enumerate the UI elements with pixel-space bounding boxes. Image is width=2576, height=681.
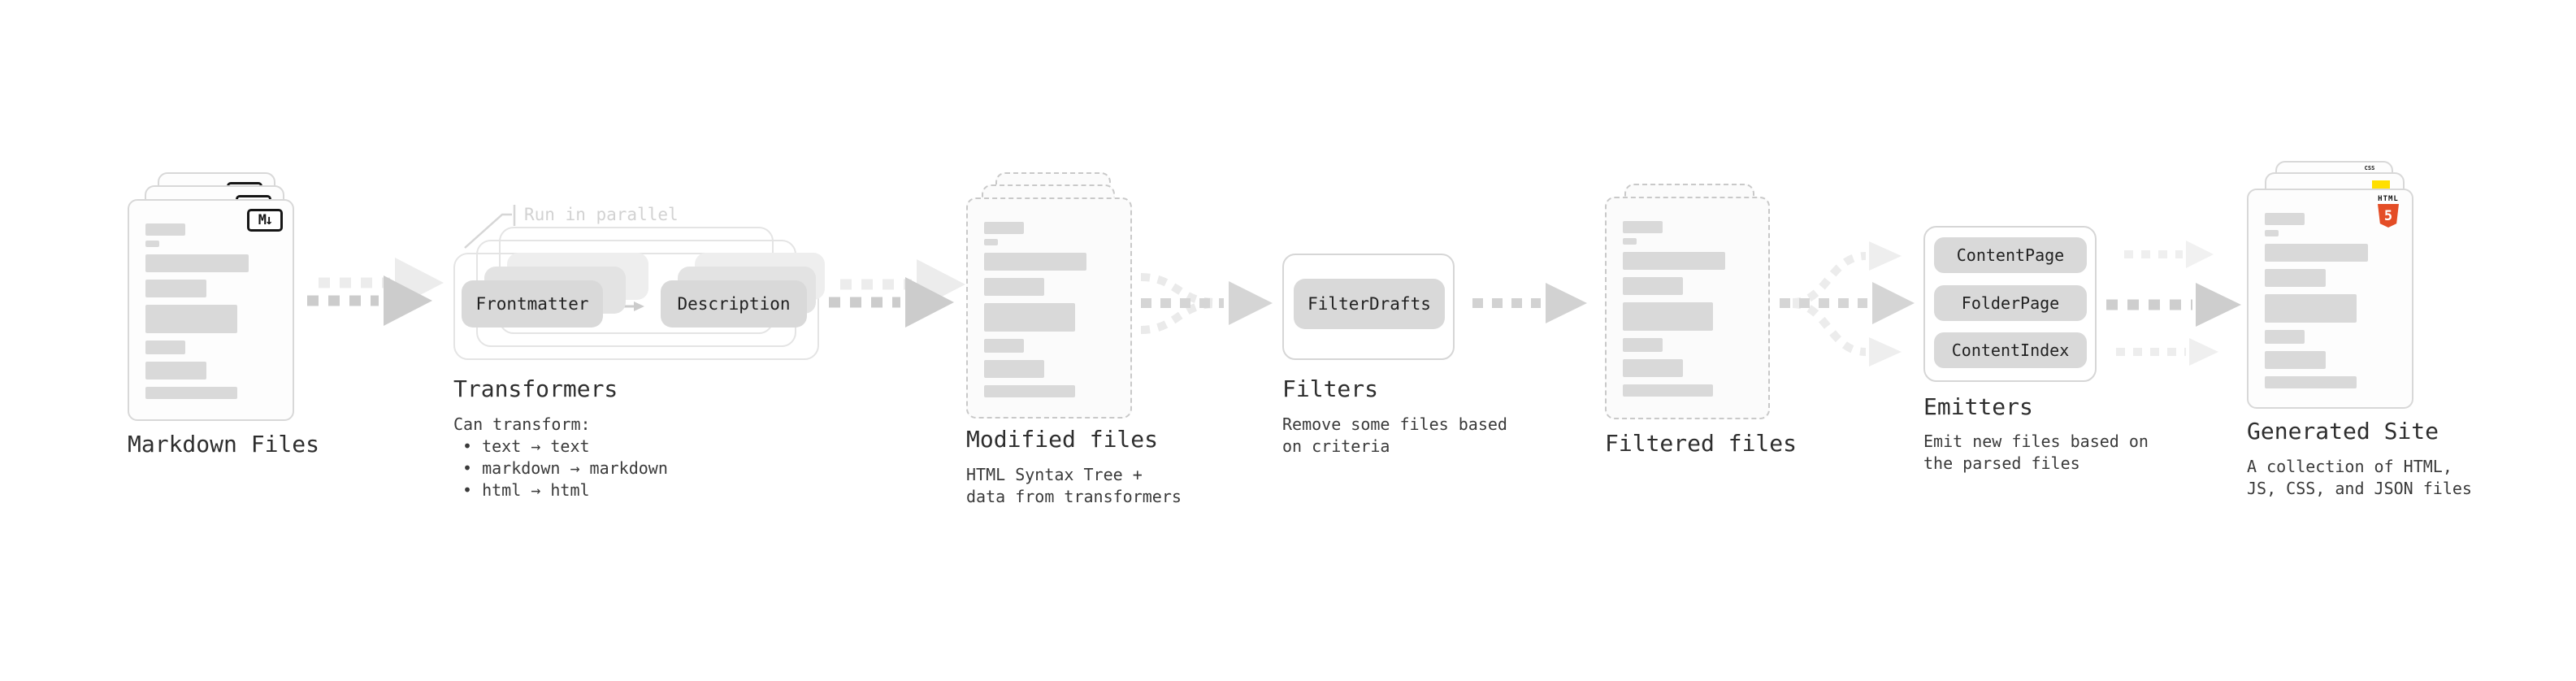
- text-placeholder-bars: [984, 222, 1112, 397]
- emitters-desc-line: Emit new files based on: [1923, 432, 2149, 451]
- transformers-desc-line: • html → html: [462, 480, 590, 500]
- emitter-contentindex: ContentIndex: [1934, 332, 2087, 368]
- emitters-desc-line: the parsed files: [1923, 453, 2080, 473]
- text-placeholder-bars: [2265, 213, 2394, 388]
- filters-desc-line: on criteria: [1282, 436, 1390, 456]
- run-in-parallel-note: Run in parallel: [524, 205, 679, 224]
- generated-site-card: HTML 5: [2247, 189, 2413, 409]
- modified-files-description: HTML Syntax Tree + data from transformer…: [966, 464, 1182, 508]
- filters-desc-line: Remove some files based: [1282, 414, 1507, 434]
- html5-icon: HTML 5: [2375, 195, 2401, 228]
- description-plugin: Description: [661, 280, 807, 327]
- arrow-modified-to-filters: [1140, 273, 1273, 334]
- transformers-desc-line: • markdown → markdown: [462, 458, 668, 478]
- generated-site-desc-line: A collection of HTML,: [2247, 457, 2452, 476]
- arrow-markdown-to-transformers-shadow: [319, 258, 444, 308]
- emitter-contentpage: ContentPage: [1934, 237, 2087, 273]
- filtered-file-card: [1605, 197, 1770, 419]
- generated-site-description: A collection of HTML, JS, CSS, and JSON …: [2247, 456, 2472, 500]
- modified-file-card: [966, 197, 1132, 419]
- js-icon: [2372, 180, 2390, 189]
- markdown-file-card: M↓: [128, 199, 294, 421]
- transformers-desc-line: Can transform:: [453, 414, 591, 434]
- frontmatter-plugin: Frontmatter: [462, 280, 603, 327]
- modified-files-label: Modified files: [966, 426, 1159, 453]
- modified-files-desc-line: data from transformers: [966, 487, 1182, 506]
- css-icon-word: CSS: [2364, 165, 2375, 171]
- arrow-filtered-to-emitters: [1780, 241, 1915, 367]
- filters-description: Remove some files based on criteria: [1282, 414, 1507, 458]
- html5-icon-word: HTML: [2378, 195, 2399, 203]
- emitters-description: Emit new files based on the parsed files: [1923, 431, 2149, 475]
- html5-icon-number: 5: [2383, 207, 2393, 224]
- transformers-description: Can transform: • text → text • markdown …: [453, 414, 668, 501]
- arrow-markdown-to-transformers: [307, 275, 432, 326]
- arrow-transformers-to-modified-shadow: [840, 259, 965, 310]
- transformers-desc-line: • text → text: [462, 436, 590, 456]
- generated-site-label: Generated Site: [2247, 418, 2439, 445]
- modified-files-desc-line: HTML Syntax Tree +: [966, 465, 1143, 484]
- emitters-label: Emitters: [1923, 393, 2033, 420]
- markdown-files-label: Markdown Files: [128, 431, 320, 458]
- arrow-emitters-to-generated: [2106, 241, 2241, 366]
- arrow-transformers-to-modified: [829, 277, 954, 327]
- emitter-folderpage: FolderPage: [1934, 285, 2087, 321]
- transformers-label: Transformers: [453, 375, 618, 402]
- text-placeholder-bars: [1623, 221, 1750, 397]
- markdown-icon: M↓: [247, 209, 283, 232]
- generated-site-desc-line: JS, CSS, and JSON files: [2247, 479, 2472, 498]
- text-placeholder-bars: [145, 223, 275, 399]
- filters-label: Filters: [1282, 375, 1379, 402]
- arrow-filters-to-filtered: [1472, 283, 1587, 323]
- filterdrafts-plugin: FilterDrafts: [1294, 279, 1445, 329]
- html5-icon-shield: 5: [2378, 204, 2399, 228]
- filtered-files-label: Filtered files: [1605, 430, 1798, 457]
